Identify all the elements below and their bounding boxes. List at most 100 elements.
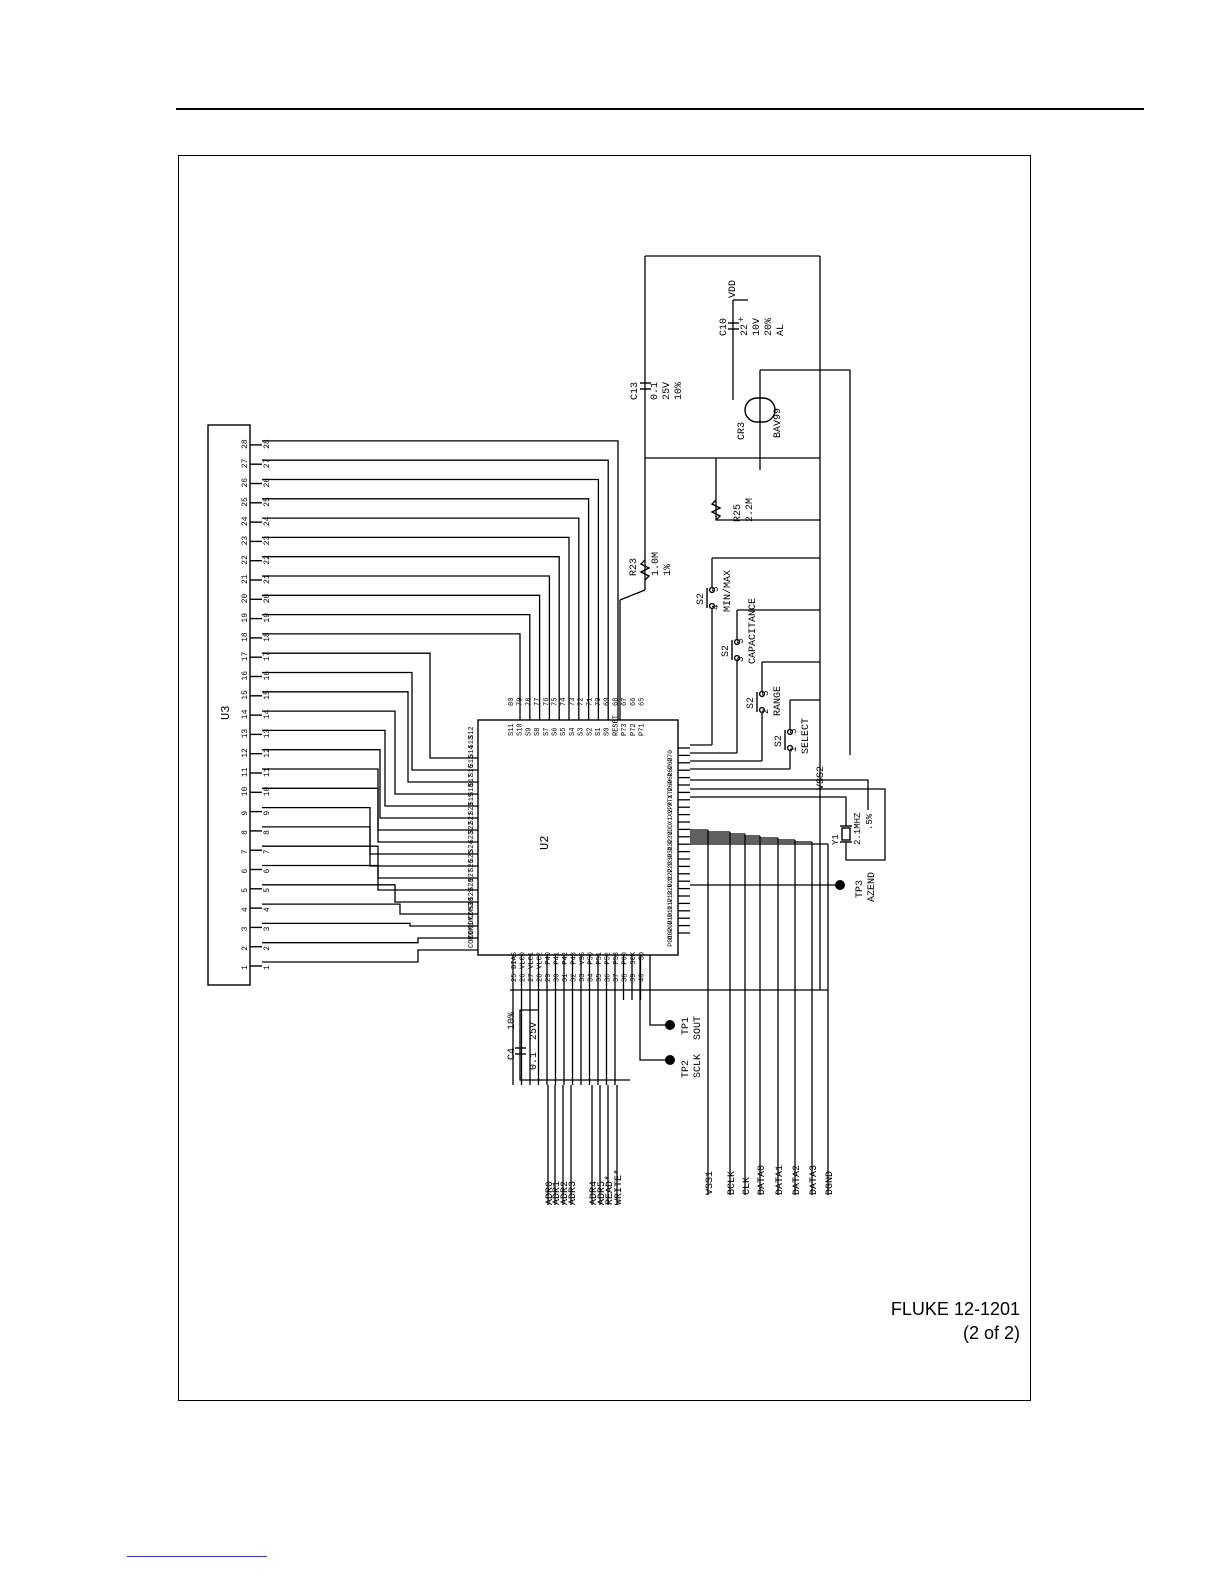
tp3-ref-label: TP3 xyxy=(855,880,866,898)
u2-left-pin-label: S20 xyxy=(468,802,476,815)
y1-ref-label: Y1 xyxy=(831,834,841,845)
u2-bottom-pin-label: VLC1 xyxy=(528,952,536,969)
u3-to-u2-trace xyxy=(262,806,478,855)
u3-to-u2-trace xyxy=(262,949,478,963)
u2-bottom-pin-label: P40 xyxy=(545,952,553,965)
u3-pin-number-outer: 2 xyxy=(263,946,272,951)
u3-pin-number-outer: 7 xyxy=(263,849,272,854)
u2-left-pin-label: S17 xyxy=(468,774,476,787)
u3-pin-number-inner: 26 xyxy=(241,478,250,488)
u2-left-pin-label: S15 xyxy=(468,755,476,768)
u2-left-pin-label: S29 xyxy=(468,888,476,901)
tp2-name-label: SCLK xyxy=(693,1054,704,1078)
u2-top-pin-number: 80 xyxy=(508,698,516,706)
u2-left-pin-label: S30 xyxy=(468,897,476,910)
u2-chip-body xyxy=(477,719,679,956)
u3-to-u2-trace xyxy=(262,903,478,915)
c13-tolerance-label: 10% xyxy=(674,382,685,400)
u3-pin-number-outer: 18 xyxy=(263,632,272,642)
u2-left-pin-label: S14 xyxy=(468,745,476,758)
right-signal-label: DGND xyxy=(825,1171,836,1195)
y1-wire xyxy=(690,779,869,810)
u2-bottom-pin-label: P53 xyxy=(613,952,621,965)
u3-pin-number-outer: 21 xyxy=(263,574,272,584)
c10-value-label: 22 xyxy=(740,324,751,336)
u2-top-pin-label: S7 xyxy=(543,728,551,736)
u2-top-pin-number: 65 xyxy=(639,698,647,706)
u3-pin-number-outer: 5 xyxy=(263,888,272,893)
u2-bottom-pin-label: VLC2 xyxy=(537,952,545,969)
u2-left-pin-label: S23 xyxy=(468,831,476,844)
u2-right-pin-label: XT2 xyxy=(667,787,674,799)
u2-top-pin-number: 73 xyxy=(569,698,577,706)
tp2-test-point xyxy=(665,1055,675,1065)
u3-pin-number-outer: 11 xyxy=(263,767,272,777)
left-signal-label: ADR3 xyxy=(568,1181,579,1205)
u3-pin-number-outer: 4 xyxy=(263,907,272,912)
u3-pin-number-outer: 9 xyxy=(263,811,272,816)
u2-bottom-pin-number: 36 xyxy=(605,974,613,982)
tp3-name-label: AZEND xyxy=(867,872,878,902)
tp1-wire xyxy=(649,955,670,1026)
u2-left-pin-label: S22 xyxy=(468,821,476,834)
switch-pin-b-label: 5 xyxy=(711,587,721,592)
u2-right-pin-label: P63 xyxy=(667,757,674,769)
u3-to-u2-top-trace xyxy=(262,633,521,720)
u2-top-pin-number: 68 xyxy=(612,698,620,706)
u2-left-pin-label: S24 xyxy=(468,840,476,853)
y1-freq-label: 2.1MHZ xyxy=(853,812,863,845)
u2-right-pin-label: VPP xyxy=(667,802,674,814)
u3-pin-number-inner: 9 xyxy=(241,811,250,816)
u2-left-pin-label: S21 xyxy=(468,812,476,825)
u2-left-pin-label: S26 xyxy=(468,859,476,872)
u2-bottom-pin-number: 35 xyxy=(596,974,604,982)
u2-top-pin-label: P73 xyxy=(621,723,629,736)
u2-top-pin-number: 76 xyxy=(543,698,551,706)
u2-left-pin-label: S12 xyxy=(468,726,476,739)
y1-crystal-body xyxy=(841,827,851,841)
tp1-test-point xyxy=(665,1020,675,1030)
c13-ref-label: C13 xyxy=(630,382,641,400)
u3-pin-number-inner: 5 xyxy=(241,888,250,893)
u3-pin-number-inner: 11 xyxy=(241,767,250,777)
u2-right-pin-label: P21 xyxy=(667,876,674,888)
u2-left-pin-label: S25 xyxy=(468,850,476,863)
u3-to-u2-top-trace xyxy=(262,613,531,720)
u2-top-pin-label: S5 xyxy=(560,728,568,736)
y1-wire xyxy=(690,796,847,826)
u3-pin-number-outer: 23 xyxy=(263,536,272,546)
footer-link-underline[interactable] xyxy=(127,1556,267,1557)
u2-bottom-pin-number: 29 xyxy=(545,974,553,982)
u3-pin-number-inner: 19 xyxy=(241,613,250,623)
u3-ref-label: U3 xyxy=(219,706,233,720)
u3-pin-number-outer: 15 xyxy=(263,690,272,700)
right-signal-label: DATA3 xyxy=(809,1165,820,1195)
switch-pin-b-label: 5 xyxy=(736,639,746,644)
u3-connector-body xyxy=(207,424,251,986)
u2-top-pin-number: 74 xyxy=(560,698,568,706)
u2-left-pin-label: COM2 xyxy=(468,912,476,929)
switch-pin-a-label: 2 xyxy=(761,709,771,714)
u2-bottom-pin-number: 25 xyxy=(511,974,519,982)
r25-ref-label: R25 xyxy=(733,504,744,522)
c10-type-label: AL xyxy=(776,324,787,336)
y1-wire xyxy=(690,788,886,861)
u2-top-pin-number: 70 xyxy=(595,698,603,706)
u3-to-u2-top-trace xyxy=(262,517,580,720)
tp2-wire xyxy=(639,955,670,1061)
u3-pin-number-outer: 8 xyxy=(263,830,272,835)
u3-pin-number-outer: 1 xyxy=(263,965,272,970)
u2-top-pin-label: S2 xyxy=(586,728,594,736)
switch-ref-label: S2 xyxy=(696,593,707,605)
left-signal-label: ADR2 xyxy=(560,1181,571,1205)
u3-to-u2-top-trace xyxy=(262,594,541,720)
vss2-label: VSS2 xyxy=(816,766,827,790)
u2-top-pin-number: 66 xyxy=(630,698,638,706)
u3-pin-number-outer: 6 xyxy=(263,869,272,874)
header-rule xyxy=(176,108,1144,110)
u2-left-pin-label: S28 xyxy=(468,878,476,891)
u2-bottom-pin-number: 37 xyxy=(613,974,621,982)
u3-pin-number-outer: 28 xyxy=(263,439,272,449)
